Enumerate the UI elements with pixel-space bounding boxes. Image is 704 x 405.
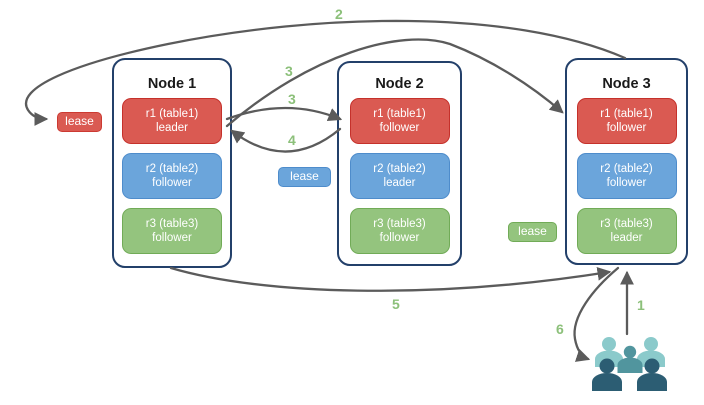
step-label-6: 6: [556, 321, 564, 337]
step4-arrow-ack-to-leader: [230, 127, 342, 153]
node-3-box: Node 3 r1 (table1) follower r2 (table2) …: [565, 58, 688, 265]
replica-role: follower: [606, 177, 647, 189]
replica-name: r1 (table1): [373, 107, 426, 120]
node-1-box: Node 1 r1 (table1) leader r2 (table2) fo…: [112, 58, 232, 268]
users-icon: [592, 337, 667, 391]
replica-role: follower: [379, 232, 420, 244]
replica-role: follower: [152, 177, 192, 189]
node1-replica-r1: r1 (table1) leader: [122, 98, 222, 144]
replica-name: r1 (table1): [145, 107, 199, 120]
node1-replica-r3: r3 (table3) follower: [122, 208, 222, 254]
node3-replica-r3: r3 (table3) leader: [576, 208, 677, 254]
node-2-title: Node 2: [375, 76, 424, 92]
node2-replica-r3: r3 (table3) follower: [349, 208, 450, 254]
node-3-title: Node 3: [602, 76, 651, 92]
lease-badge-range2: lease: [278, 167, 331, 187]
replica-name: r2 (table2): [600, 162, 653, 175]
replica-name: r1 (table1): [600, 107, 653, 120]
replica-role: follower: [379, 122, 420, 134]
step3-arrow-replicate-to-node2: [225, 106, 343, 121]
replica-role: leader: [156, 122, 188, 134]
step-label-3b: 3: [288, 91, 296, 107]
step-label-5: 5: [392, 296, 400, 312]
lease-badge-range1: lease: [57, 112, 102, 132]
node3-replica-r1: r1 (table1) follower: [576, 98, 677, 144]
node2-replica-r1: r1 (table1) follower: [349, 98, 450, 144]
node1-replica-r2: r2 (table2) follower: [122, 153, 222, 199]
replica-name: r2 (table2): [373, 162, 426, 175]
node3-replica-r2: r2 (table2) follower: [576, 153, 677, 199]
step-label-1: 1: [637, 297, 645, 313]
step-label-2: 2: [335, 6, 343, 22]
replica-role: follower: [606, 122, 647, 134]
replica-name: r3 (table3): [600, 217, 653, 230]
replica-name: r2 (table2): [145, 162, 199, 175]
replica-role: leader: [383, 177, 416, 189]
step-label-3a: 3: [285, 63, 293, 79]
node-2-box: Node 2 r1 (table1) follower r2 (table2) …: [337, 61, 462, 266]
lease-badge-range3: lease: [508, 222, 557, 242]
replica-name: r3 (table3): [373, 217, 426, 230]
replica-name: r3 (table3): [145, 217, 199, 230]
node-1-title: Node 1: [147, 76, 197, 92]
replica-role: leader: [610, 232, 643, 244]
step6-arrow-respond-to-client: [573, 266, 620, 362]
replica-role: follower: [152, 232, 192, 244]
step-label-4: 4: [288, 132, 296, 148]
node2-replica-r2: r2 (table2) leader: [349, 153, 450, 199]
step5-arrow-respond-to-gateway: [169, 266, 612, 292]
